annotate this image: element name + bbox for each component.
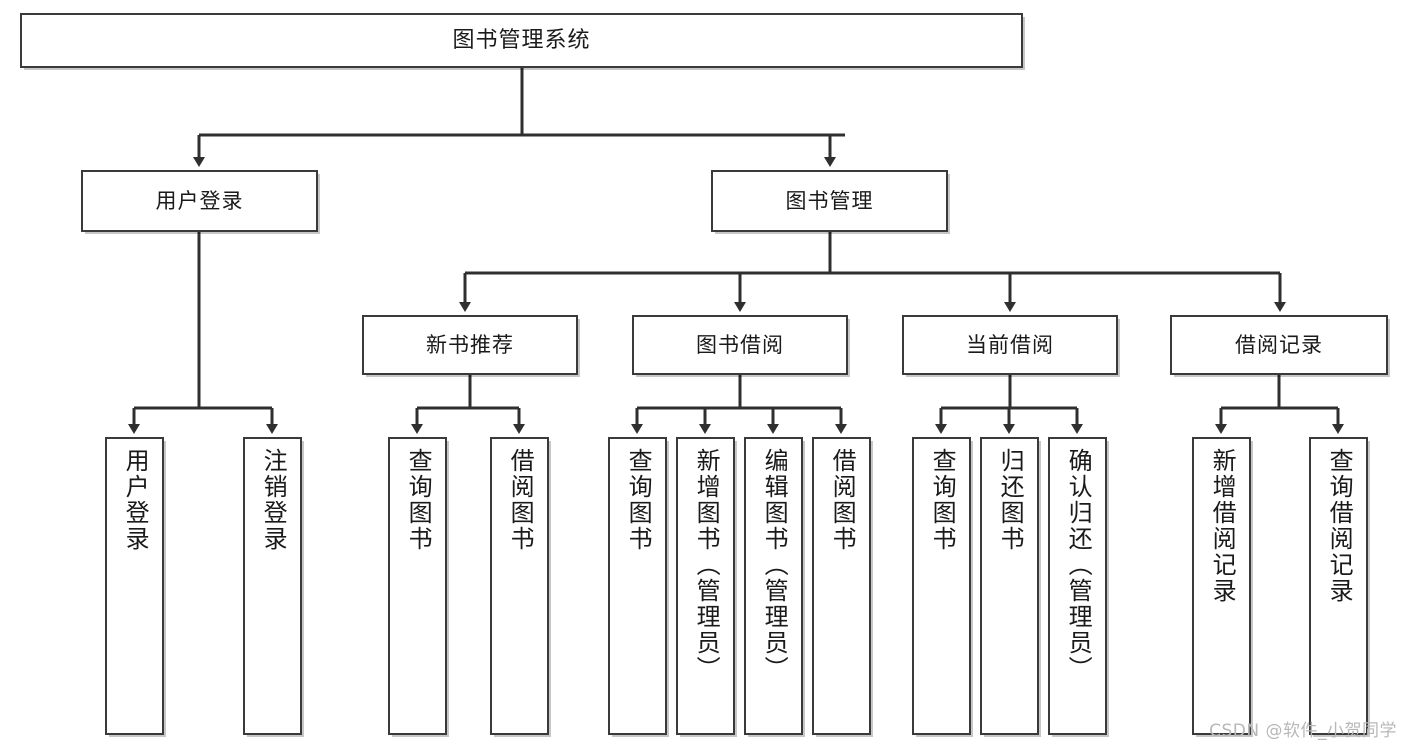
- node-book-borrow[interactable]: 图书借阅: [632, 315, 848, 375]
- node-label: 归还图书: [996, 448, 1025, 552]
- node-label: 借阅图书: [506, 448, 535, 552]
- node-leaf-query-book-borrow[interactable]: 查询图书: [608, 437, 667, 735]
- node-leaf-query-book-recommend[interactable]: 查询图书: [388, 437, 447, 735]
- node-label: 查询图书: [404, 448, 433, 552]
- node-label: 注销登录: [259, 448, 288, 552]
- node-label: 查询借阅记录: [1325, 448, 1354, 604]
- node-label: 图书管理: [785, 188, 874, 213]
- node-leaf-edit-book-admin[interactable]: 编辑图书（管理员）: [744, 437, 803, 735]
- node-label: 当前借阅: [966, 332, 1054, 357]
- node-label: 借阅图书: [828, 448, 857, 552]
- node-label: 用户登录: [121, 448, 150, 552]
- node-label: 图书管理系统: [452, 27, 591, 53]
- node-label: 用户登录: [155, 188, 244, 213]
- node-new-book-recommend[interactable]: 新书推荐: [362, 315, 578, 375]
- node-book-management[interactable]: 图书管理: [711, 170, 948, 232]
- node-leaf-add-book-admin[interactable]: 新增图书（管理员）: [676, 437, 735, 735]
- node-label: 图书借阅: [696, 332, 784, 357]
- node-leaf-user-login[interactable]: 用户登录: [105, 437, 164, 735]
- node-label: 新增图书（管理员）: [692, 448, 721, 682]
- node-leaf-query-book-current[interactable]: 查询图书: [912, 437, 971, 735]
- node-leaf-confirm-return-admin[interactable]: 确认归还（管理员）: [1048, 437, 1107, 735]
- node-root-book-management-system[interactable]: 图书管理系统: [20, 13, 1023, 68]
- node-current-borrow[interactable]: 当前借阅: [902, 315, 1118, 375]
- node-label: 确认归还（管理员）: [1064, 448, 1093, 682]
- node-label: 新增借阅记录: [1208, 448, 1237, 604]
- csdn-watermark: CSDN @软件_小贺同学: [1209, 721, 1397, 741]
- node-leaf-add-borrow-record[interactable]: 新增借阅记录: [1192, 437, 1251, 735]
- node-label: 查询图书: [624, 448, 653, 552]
- node-label: 编辑图书（管理员）: [760, 448, 789, 682]
- node-leaf-return-book[interactable]: 归还图书: [980, 437, 1039, 735]
- node-leaf-borrow-book-recommend[interactable]: 借阅图书: [490, 437, 549, 735]
- node-leaf-query-borrow-record[interactable]: 查询借阅记录: [1309, 437, 1368, 735]
- node-label: 新书推荐: [426, 332, 514, 357]
- node-label: 查询图书: [928, 448, 957, 552]
- node-leaf-borrow-book[interactable]: 借阅图书: [812, 437, 871, 735]
- node-leaf-logout[interactable]: 注销登录: [243, 437, 302, 735]
- node-label: 借阅记录: [1235, 332, 1323, 357]
- node-borrow-record[interactable]: 借阅记录: [1170, 315, 1388, 375]
- node-user-login[interactable]: 用户登录: [81, 170, 318, 232]
